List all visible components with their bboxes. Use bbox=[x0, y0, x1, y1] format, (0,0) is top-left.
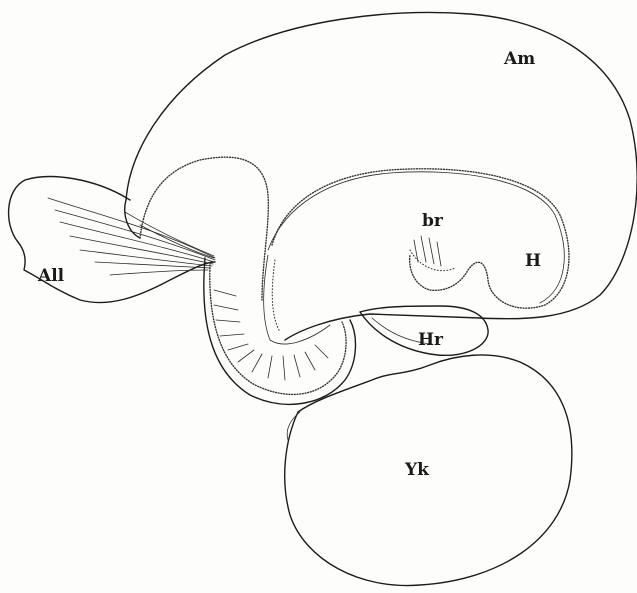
label-head: H bbox=[525, 253, 541, 270]
allantois-fibres bbox=[48, 198, 215, 275]
label-allantois: All bbox=[38, 268, 64, 285]
label-heart: Hr bbox=[418, 332, 443, 349]
head-outline bbox=[268, 172, 564, 303]
neural-line bbox=[264, 255, 330, 344]
label-branchial: br bbox=[422, 213, 443, 230]
branchial-arches bbox=[410, 236, 455, 271]
label-amnion: Am bbox=[504, 51, 535, 68]
body-curve-outline bbox=[204, 258, 356, 404]
body-curve-stipple bbox=[210, 265, 346, 394]
neural-stipple bbox=[272, 260, 280, 332]
somites bbox=[214, 290, 328, 380]
label-yolk-sac: Yk bbox=[405, 462, 429, 479]
